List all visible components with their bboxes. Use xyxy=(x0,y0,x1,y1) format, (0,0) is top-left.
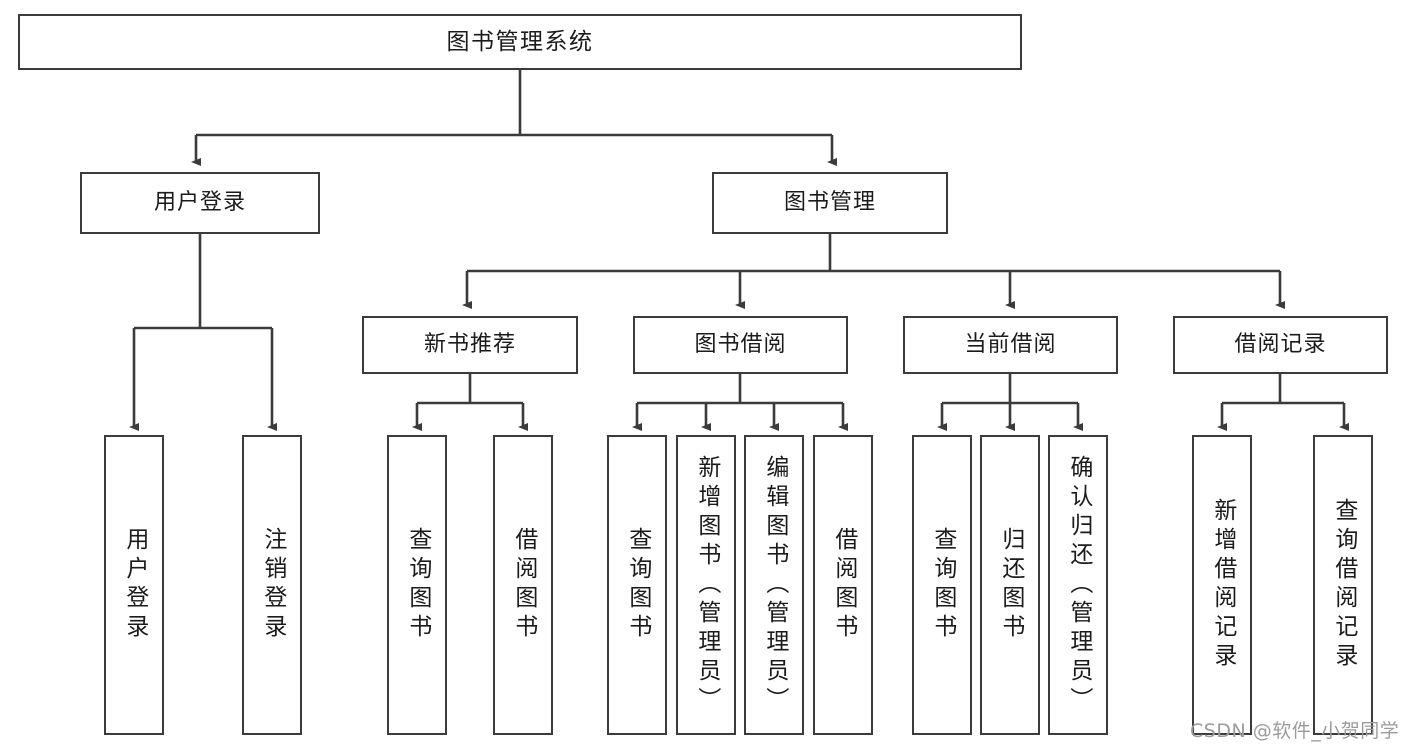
node-label: 借阅图书 xyxy=(510,527,537,643)
node-root-book-management-system[interactable]: 图书管理系统 xyxy=(18,14,1022,70)
node-user-login[interactable]: 用户登录 xyxy=(80,172,320,234)
node-label: 查询借阅记录 xyxy=(1330,498,1357,672)
node-label: 图书管理 xyxy=(783,190,876,216)
node-book-management[interactable]: 图书管理 xyxy=(712,172,948,234)
node-current-borrow[interactable]: 当前借阅 xyxy=(903,316,1118,374)
node-leaf-query-record[interactable]: 查询借阅记录 xyxy=(1313,435,1373,735)
node-leaf-add-record[interactable]: 新增借阅记录 xyxy=(1192,435,1252,735)
node-leaf-user-logout[interactable]: 注销登录 xyxy=(242,435,302,735)
node-leaf-query-book-3[interactable]: 查询图书 xyxy=(912,435,972,735)
node-leaf-borrow-book-2[interactable]: 借阅图书 xyxy=(813,435,873,735)
node-leaf-edit-book[interactable]: 编辑图书（管理员） xyxy=(744,435,804,735)
node-label: 图书管理系统 xyxy=(446,28,594,55)
node-label: 借阅图书 xyxy=(830,527,857,643)
csdn-watermark: CSDN @软件_小贺同学 xyxy=(1190,720,1400,742)
node-label: 新书推荐 xyxy=(423,332,516,358)
node-leaf-borrow-book-1[interactable]: 借阅图书 xyxy=(493,435,553,735)
node-leaf-add-book[interactable]: 新增图书（管理员） xyxy=(676,435,736,735)
node-leaf-confirm-return[interactable]: 确认归还（管理员） xyxy=(1048,435,1108,735)
node-label: 新增借阅记录 xyxy=(1209,498,1236,672)
node-label: 查询图书 xyxy=(929,527,956,643)
node-label: 新增图书（管理员） xyxy=(693,454,720,716)
node-label: 用户登录 xyxy=(153,190,246,216)
node-new-book-recommend[interactable]: 新书推荐 xyxy=(362,316,578,374)
node-leaf-user-login[interactable]: 用户登录 xyxy=(104,435,164,735)
node-label: 图书借阅 xyxy=(694,332,787,358)
node-leaf-return-book[interactable]: 归还图书 xyxy=(980,435,1040,735)
node-label: 确认归还（管理员） xyxy=(1065,454,1092,716)
node-book-borrow[interactable]: 图书借阅 xyxy=(633,316,848,374)
node-label: 当前借阅 xyxy=(964,332,1057,358)
node-label: 查询图书 xyxy=(624,527,651,643)
node-label: 借阅记录 xyxy=(1234,332,1327,358)
node-borrow-record[interactable]: 借阅记录 xyxy=(1173,316,1388,374)
node-label: 编辑图书（管理员） xyxy=(761,454,788,716)
node-label: 归还图书 xyxy=(997,527,1024,643)
node-label: 注销登录 xyxy=(259,527,286,643)
node-label: 查询图书 xyxy=(404,527,431,643)
node-leaf-query-book-1[interactable]: 查询图书 xyxy=(387,435,447,735)
node-label: 用户登录 xyxy=(121,527,148,643)
node-leaf-query-book-2[interactable]: 查询图书 xyxy=(607,435,667,735)
